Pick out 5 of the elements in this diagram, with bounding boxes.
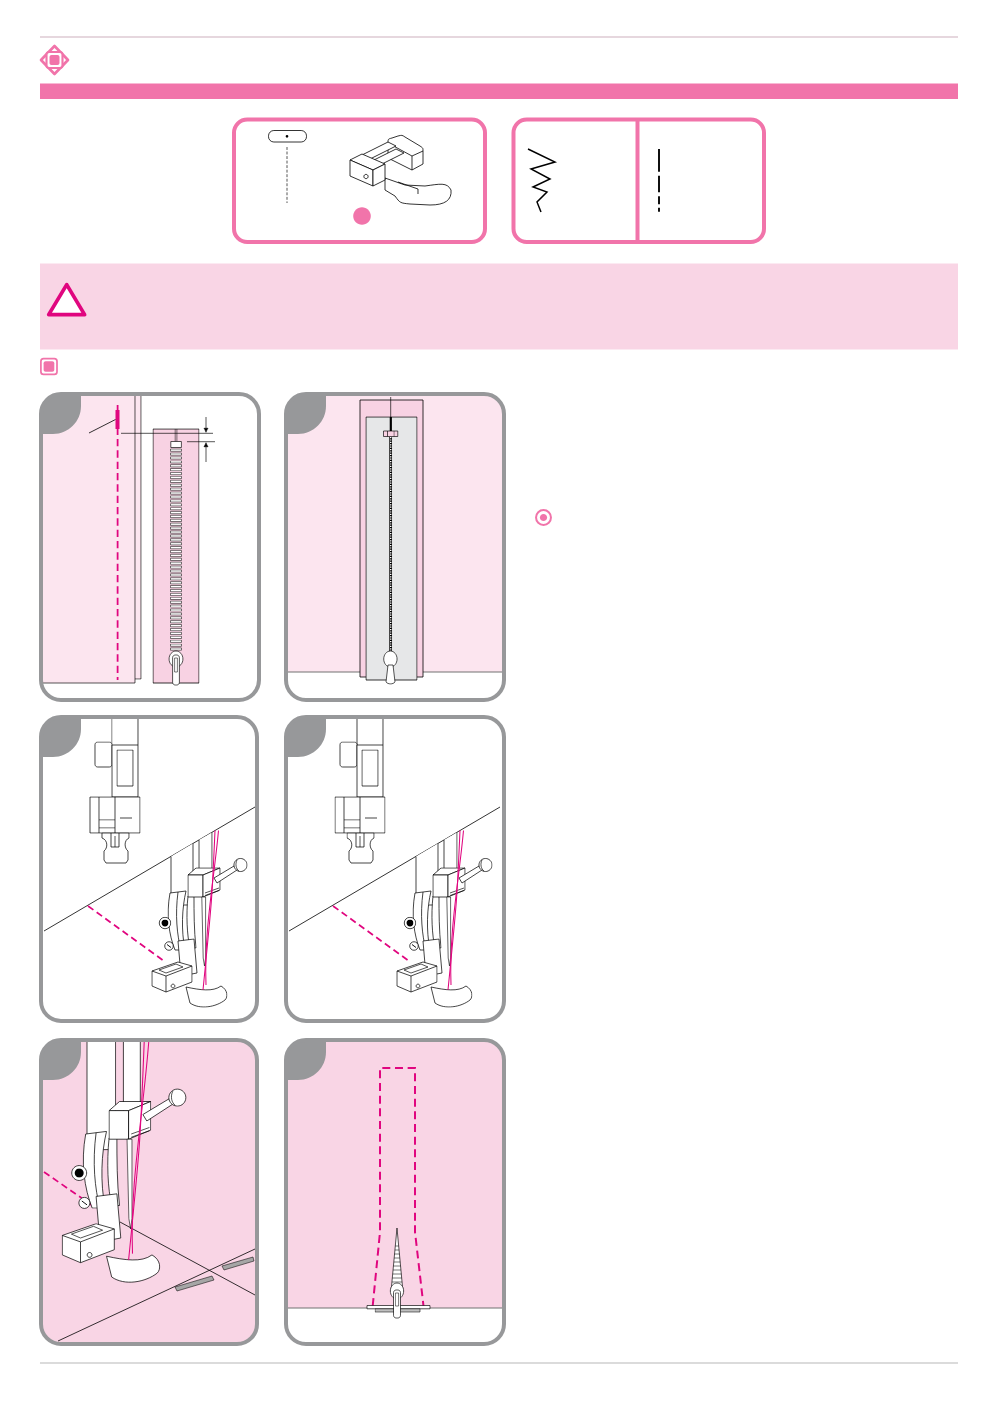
picture-panel — [39, 392, 261, 702]
leader-line — [88, 419, 116, 434]
backstitch-mark — [115, 410, 120, 429]
settings-panel — [511, 117, 766, 244]
settings-panel — [232, 117, 487, 244]
